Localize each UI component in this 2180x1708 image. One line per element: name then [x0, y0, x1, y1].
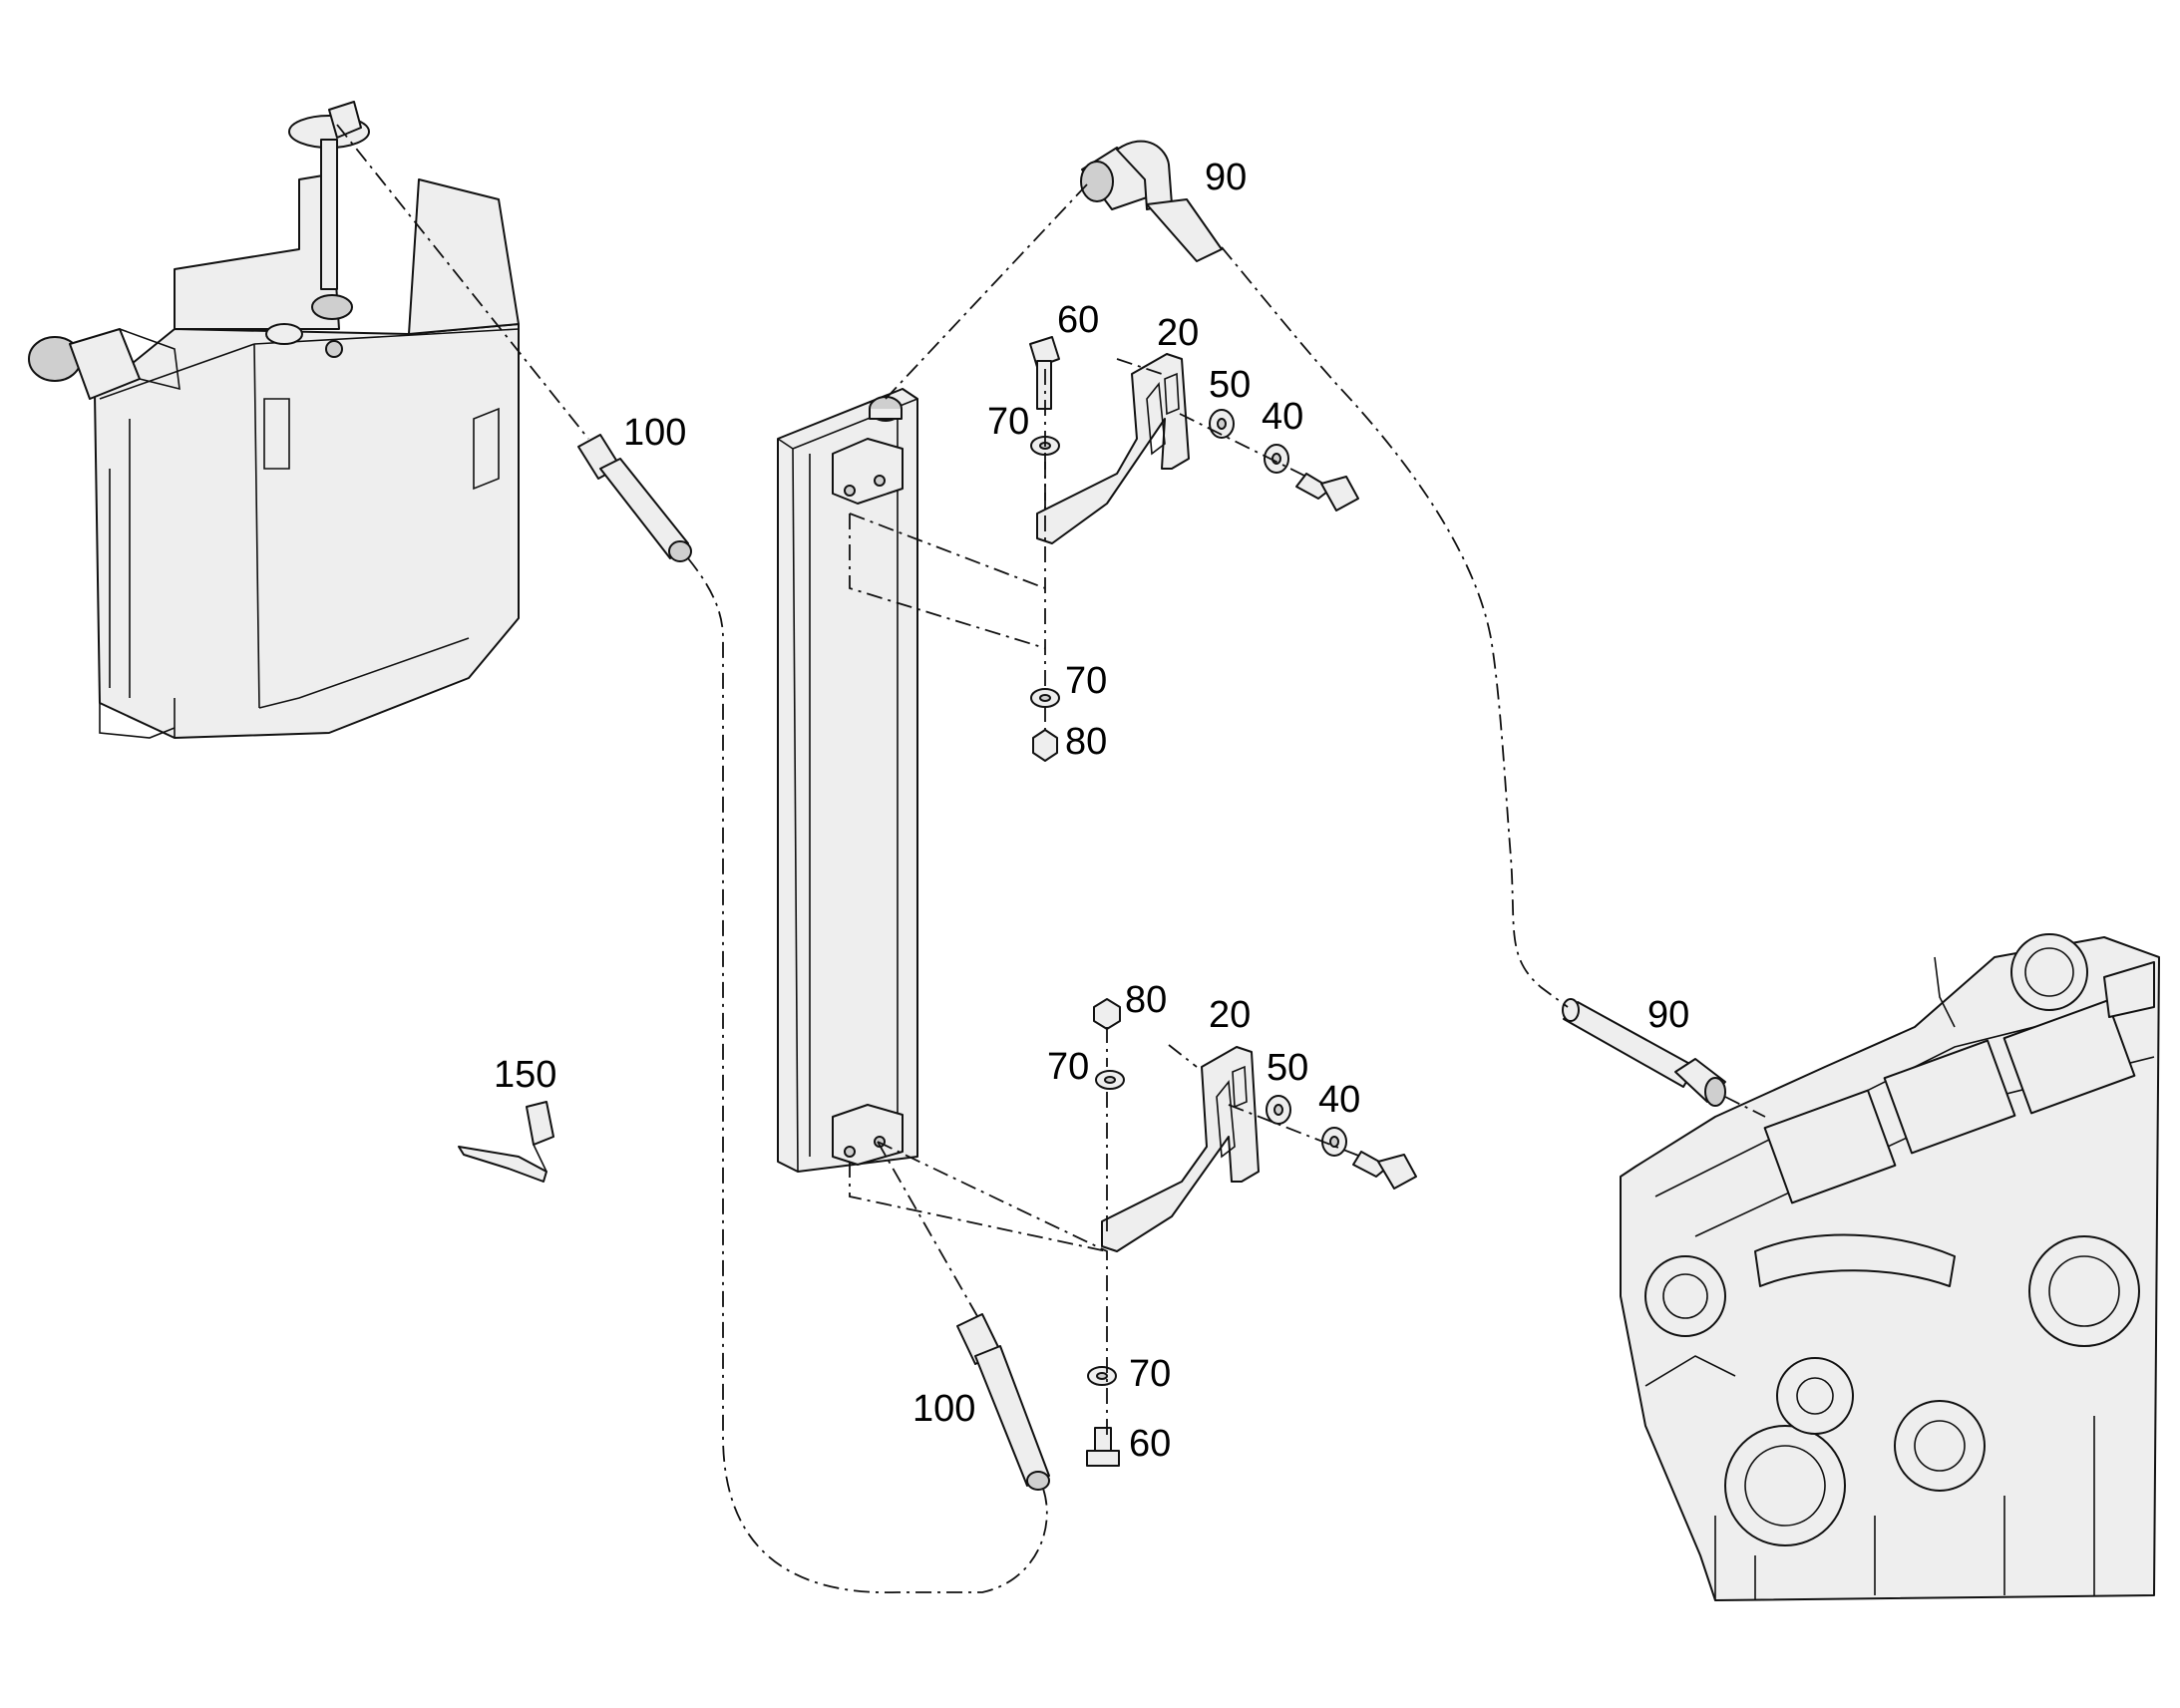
hose-90-top [1080, 140, 1223, 262]
callout-bracket-20-top: 20 [1157, 312, 1199, 354]
callout-washer-70-low: 70 [1047, 1046, 1089, 1088]
hose-100-bottom [956, 1313, 1050, 1491]
callout-bolt-60-bottom: 60 [1129, 1423, 1171, 1465]
callout-washer-70-bottom: 70 [1129, 1353, 1171, 1395]
bolt-60-top [1029, 336, 1060, 410]
callout-bolt-40-low: 40 [1318, 1079, 1360, 1121]
clamp-150 [458, 1101, 554, 1183]
oil-cooler [777, 388, 918, 1173]
nut-80-low [1093, 998, 1121, 1030]
washer-70-bottom [1087, 1366, 1117, 1386]
callout-bolt-60-top: 60 [1057, 299, 1099, 341]
callout-nut-80-mid: 80 [1065, 721, 1107, 763]
hose-100-tank [577, 434, 692, 562]
bracket-20-low [1101, 1046, 1260, 1252]
callout-hose-90-engine: 90 [1647, 994, 1689, 1036]
hose-90-engine [1562, 998, 1726, 1107]
washer-70-mid [1030, 688, 1060, 708]
washer-50-top [1209, 409, 1235, 439]
engine [1620, 933, 2160, 1601]
tank [28, 101, 520, 739]
callout-washer-50-top: 50 [1209, 364, 1251, 406]
callout-clamp-150: 150 [494, 1054, 556, 1096]
bolt-60-bottom [1086, 1427, 1120, 1467]
washer-40-top [1264, 444, 1289, 474]
callout-bracket-20-low: 20 [1209, 994, 1251, 1036]
callout-hose-90-top: 90 [1205, 157, 1247, 198]
callout-bolt-40-top: 40 [1262, 396, 1303, 438]
callouts: 90 60 20 50 40 70 100 70 80 80 20 70 50 … [494, 157, 1689, 1465]
callout-washer-70-mid: 70 [1065, 660, 1107, 702]
callout-hose-100-tank: 100 [623, 412, 686, 454]
washer-40-low [1321, 1127, 1347, 1157]
bracket-20-top [1036, 353, 1190, 544]
nut-80-mid [1032, 729, 1058, 762]
callout-washer-70-top: 70 [987, 401, 1029, 443]
bolt-40-low [1352, 1151, 1417, 1190]
callout-nut-80-low: 80 [1125, 979, 1167, 1021]
callout-washer-50-low: 50 [1267, 1047, 1308, 1089]
washer-70-low [1095, 1070, 1125, 1090]
leader-lines [336, 124, 1766, 1593]
callout-hose-100-bottom: 100 [912, 1388, 975, 1430]
bolt-40-top [1295, 473, 1359, 512]
washer-50-low [1266, 1095, 1291, 1125]
